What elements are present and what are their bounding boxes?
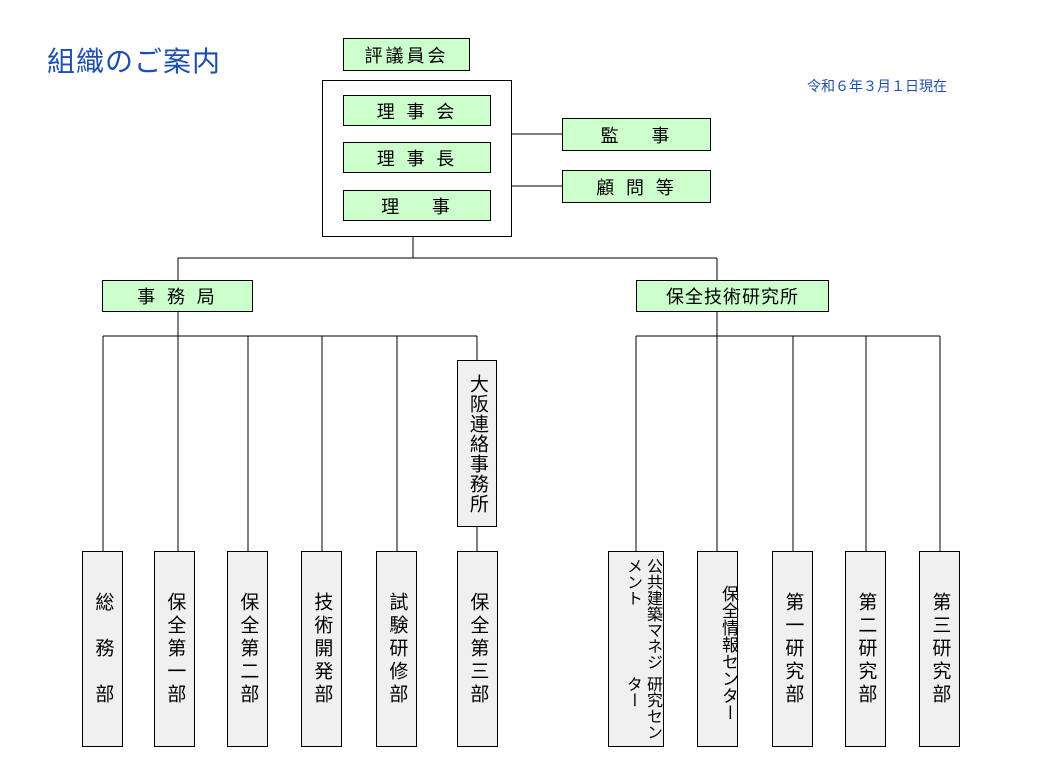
research-dept-2: 第二研究部 xyxy=(845,551,886,747)
directors-label: 理 事 xyxy=(381,196,453,218)
center-line-2: 研究センター xyxy=(624,675,663,740)
center-label: 保全情報センター xyxy=(718,585,738,721)
dept-label: 保全第一部 xyxy=(164,591,187,707)
board-box: 理 事 会 xyxy=(343,95,491,126)
secretariat-label: 事 務 局 xyxy=(137,287,218,308)
chair-label: 理 事 長 xyxy=(376,148,458,170)
directors-box: 理 事 xyxy=(343,190,491,221)
research-dept-1: 第一研究部 xyxy=(772,551,813,747)
center-maintenance-info: 保全情報センター xyxy=(697,551,738,747)
osaka-office-label: 大阪連絡事務所 xyxy=(466,373,489,514)
center-public-building-mgmt: 公共建築マネジメント 研究センター xyxy=(608,551,664,747)
dept-label: 試験研修部 xyxy=(386,591,409,707)
advisors-label: 顧 問 等 xyxy=(596,177,677,199)
council-box: 評議員会 xyxy=(343,38,470,71)
dept-label: 保全第三部 xyxy=(467,591,490,707)
dept-label: 技術開発部 xyxy=(311,591,334,707)
council-label: 評議員会 xyxy=(364,45,449,67)
dept-general-affairs: 総 務 部 xyxy=(82,551,123,747)
page-title: 組織のご案内 xyxy=(47,45,222,78)
chair-box: 理 事 長 xyxy=(343,142,491,173)
research-dept-label: 第一研究部 xyxy=(782,591,805,707)
dept-label: 総 務 部 xyxy=(92,591,115,707)
research-dept-label: 第二研究部 xyxy=(855,591,878,707)
auditor-label: 監 事 xyxy=(600,125,673,147)
dept-maintenance-1: 保全第一部 xyxy=(154,551,195,747)
research-dept-label: 第三研究部 xyxy=(929,591,952,707)
institute-label: 保全技術研究所 xyxy=(666,287,799,308)
dept-maintenance-3: 保全第三部 xyxy=(457,551,498,747)
institute-box: 保全技術研究所 xyxy=(636,280,829,312)
dept-maintenance-2: 保全第二部 xyxy=(227,551,268,747)
advisors-box: 顧 問 等 xyxy=(562,170,711,203)
center-line-1: 公共建築マネジメント xyxy=(624,558,663,670)
dept-tech-development: 技術開発部 xyxy=(301,551,342,747)
osaka-office-box: 大阪連絡事務所 xyxy=(457,360,497,527)
secretariat-box: 事 務 局 xyxy=(102,280,253,312)
auditor-box: 監 事 xyxy=(562,118,711,151)
board-label: 理 事 会 xyxy=(376,101,458,123)
research-dept-3: 第三研究部 xyxy=(919,551,960,747)
dept-label: 保全第二部 xyxy=(237,591,260,707)
dept-testing-training: 試験研修部 xyxy=(376,551,417,747)
as-of-date: 令和６年３月１日現在 xyxy=(807,79,947,95)
